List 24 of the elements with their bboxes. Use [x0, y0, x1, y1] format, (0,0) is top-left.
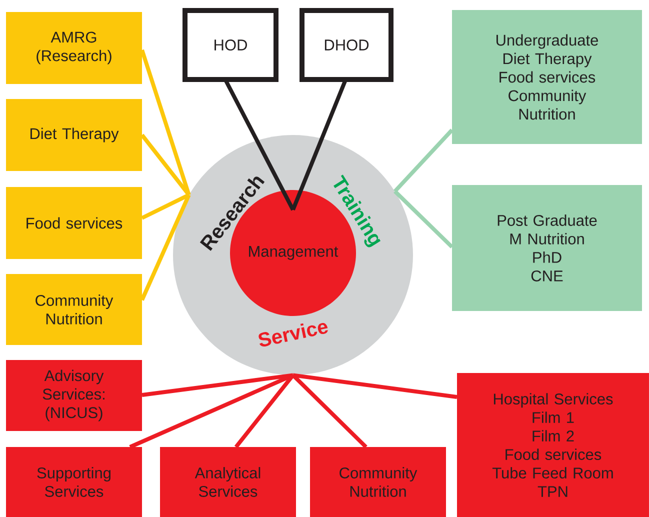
service-box: Supporting Services [6, 447, 142, 517]
title-box: HOD [182, 8, 278, 82]
connector-line [394, 190, 454, 248]
service-box: Community Nutrition [310, 447, 446, 517]
service-box: Analytical Services [160, 447, 296, 517]
title-box: DHOD [300, 8, 394, 82]
research-box: Food services [6, 187, 142, 259]
connector-line [393, 128, 454, 193]
training-box: Post Graduate M Nutrition PhD CNE [452, 185, 642, 311]
connector-line [140, 49, 191, 196]
connector-line [141, 193, 190, 220]
research-box: Community Nutrition [6, 274, 142, 345]
connector-line [292, 373, 458, 399]
connector-line [291, 79, 348, 211]
connector-line [224, 79, 295, 211]
training-box: Undergraduate Diet Therapy Food services Community Nutrition [452, 10, 642, 144]
connector-line [140, 134, 190, 196]
research-box: AMRG (Research) [6, 12, 142, 84]
connector-line [142, 373, 294, 397]
research-box: Diet Therapy [6, 99, 142, 171]
connector-line [129, 373, 294, 449]
service-box: Hospital Services Film 1 Film 2 Food services Tube Feed Room TPN [457, 373, 649, 517]
connector-line [140, 194, 191, 301]
service-box: Advisory Services: (NICUS) [6, 360, 142, 431]
